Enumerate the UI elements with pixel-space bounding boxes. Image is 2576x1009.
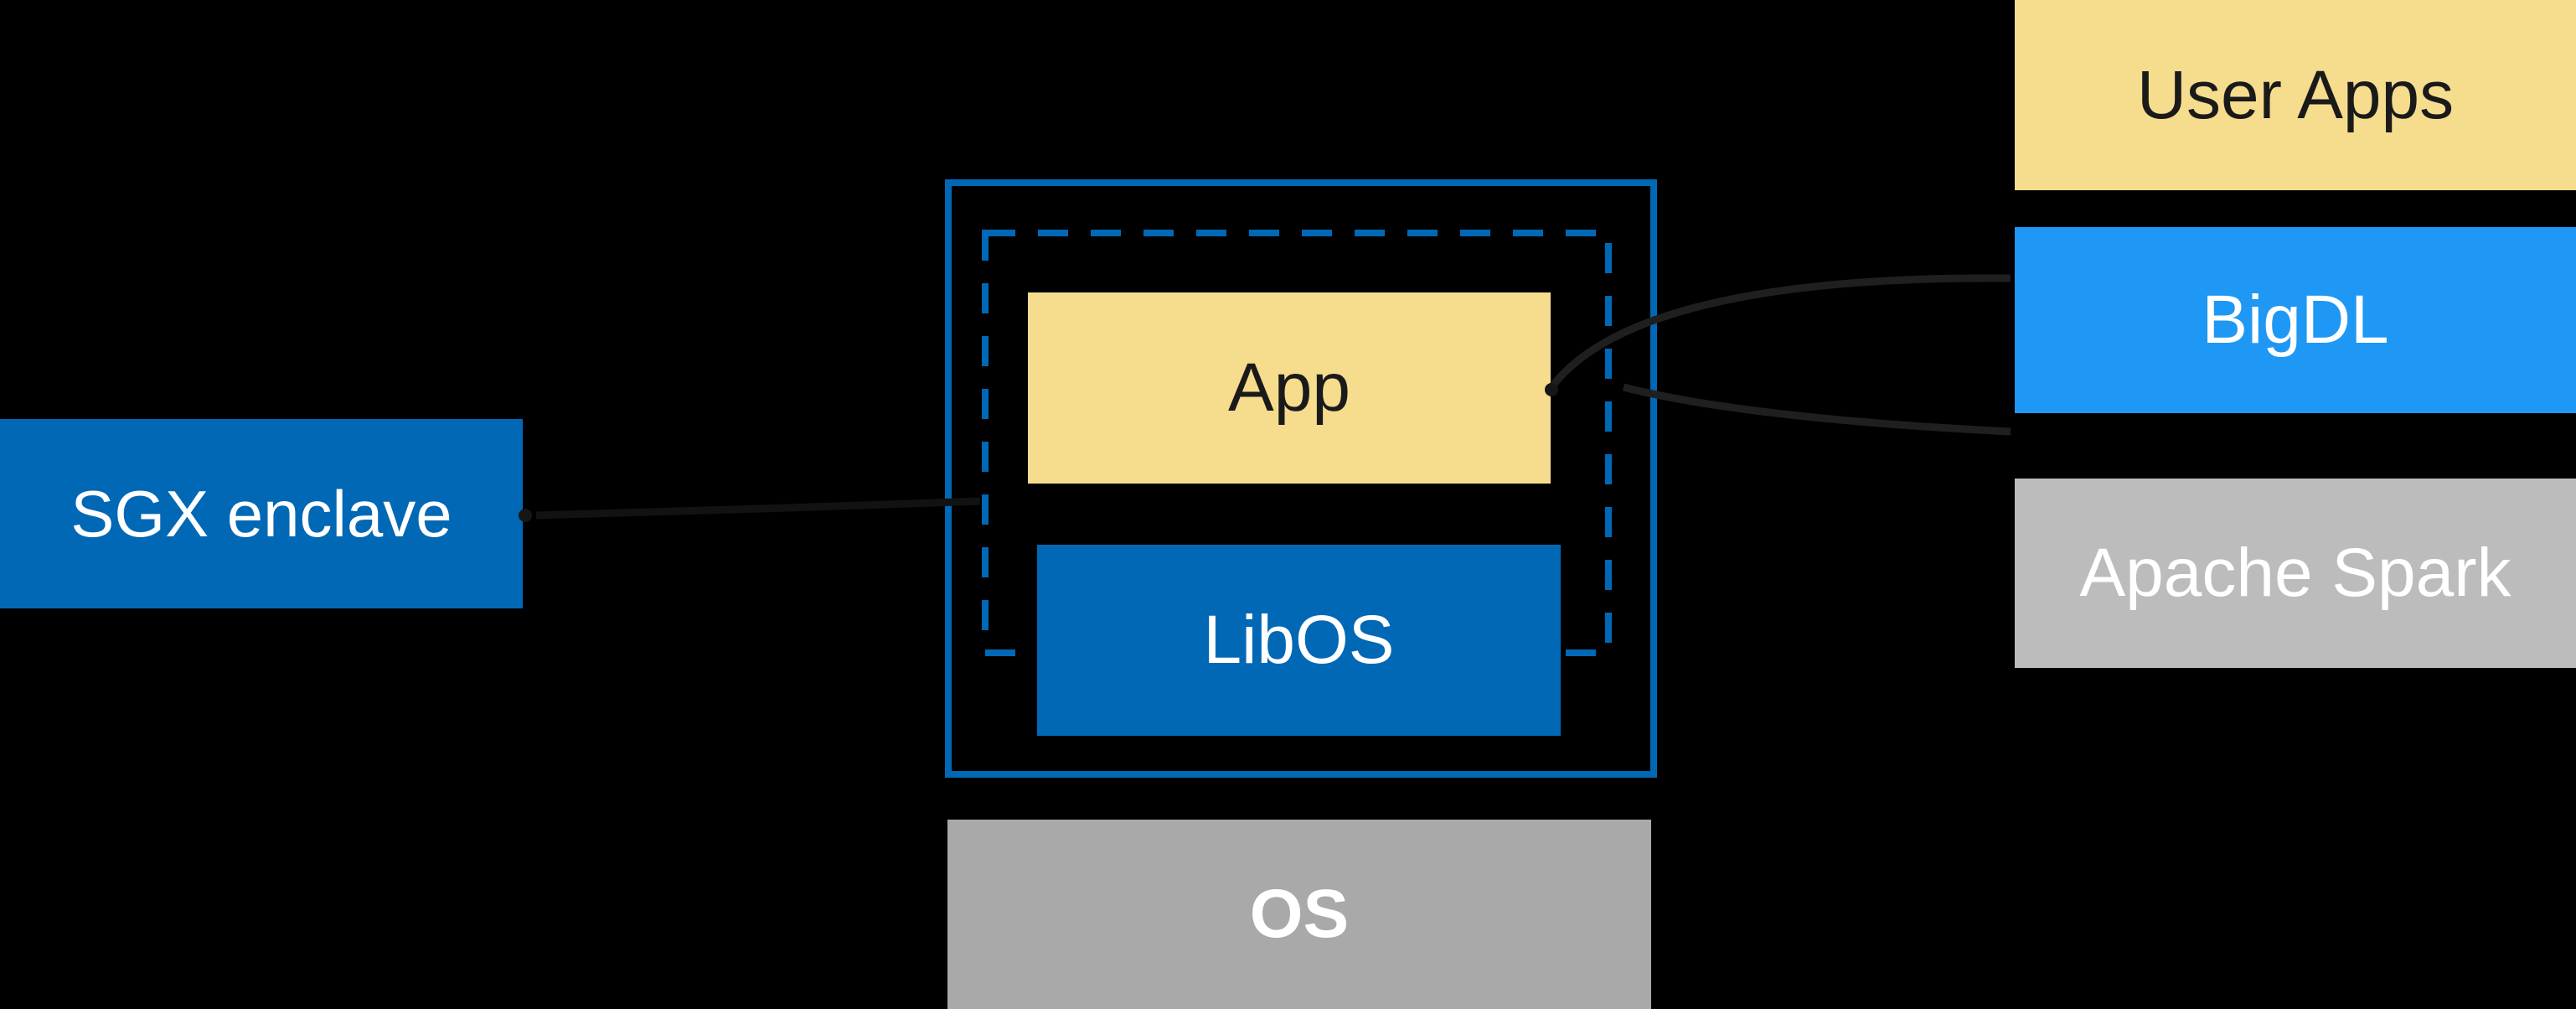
bigdl-box: BigDL	[2015, 227, 2576, 413]
os-label: OS	[1249, 876, 1350, 952]
sgx-enclave-label: SGX enclave	[70, 477, 452, 551]
libos-label: LibOS	[1203, 602, 1395, 678]
libos-box: LibOS	[1037, 545, 1561, 736]
app-label: App	[1228, 349, 1350, 426]
sgx-enclave-box: SGX enclave	[0, 419, 523, 608]
user-apps-box: User Apps	[2015, 0, 2576, 190]
enclave-container-box	[945, 179, 1657, 778]
apache-spark-box: Apache Spark	[2015, 479, 2576, 668]
user-apps-label: User Apps	[2136, 56, 2455, 133]
os-box: OS	[947, 820, 1651, 1009]
bigdl-label: BigDL	[2202, 282, 2389, 358]
apache-spark-label: Apache Spark	[2079, 535, 2511, 611]
arrow-stack-to-enclave	[1622, 383, 2011, 436]
arrow-enclave-to-sgx	[535, 497, 981, 520]
app-box: App	[1028, 292, 1551, 484]
